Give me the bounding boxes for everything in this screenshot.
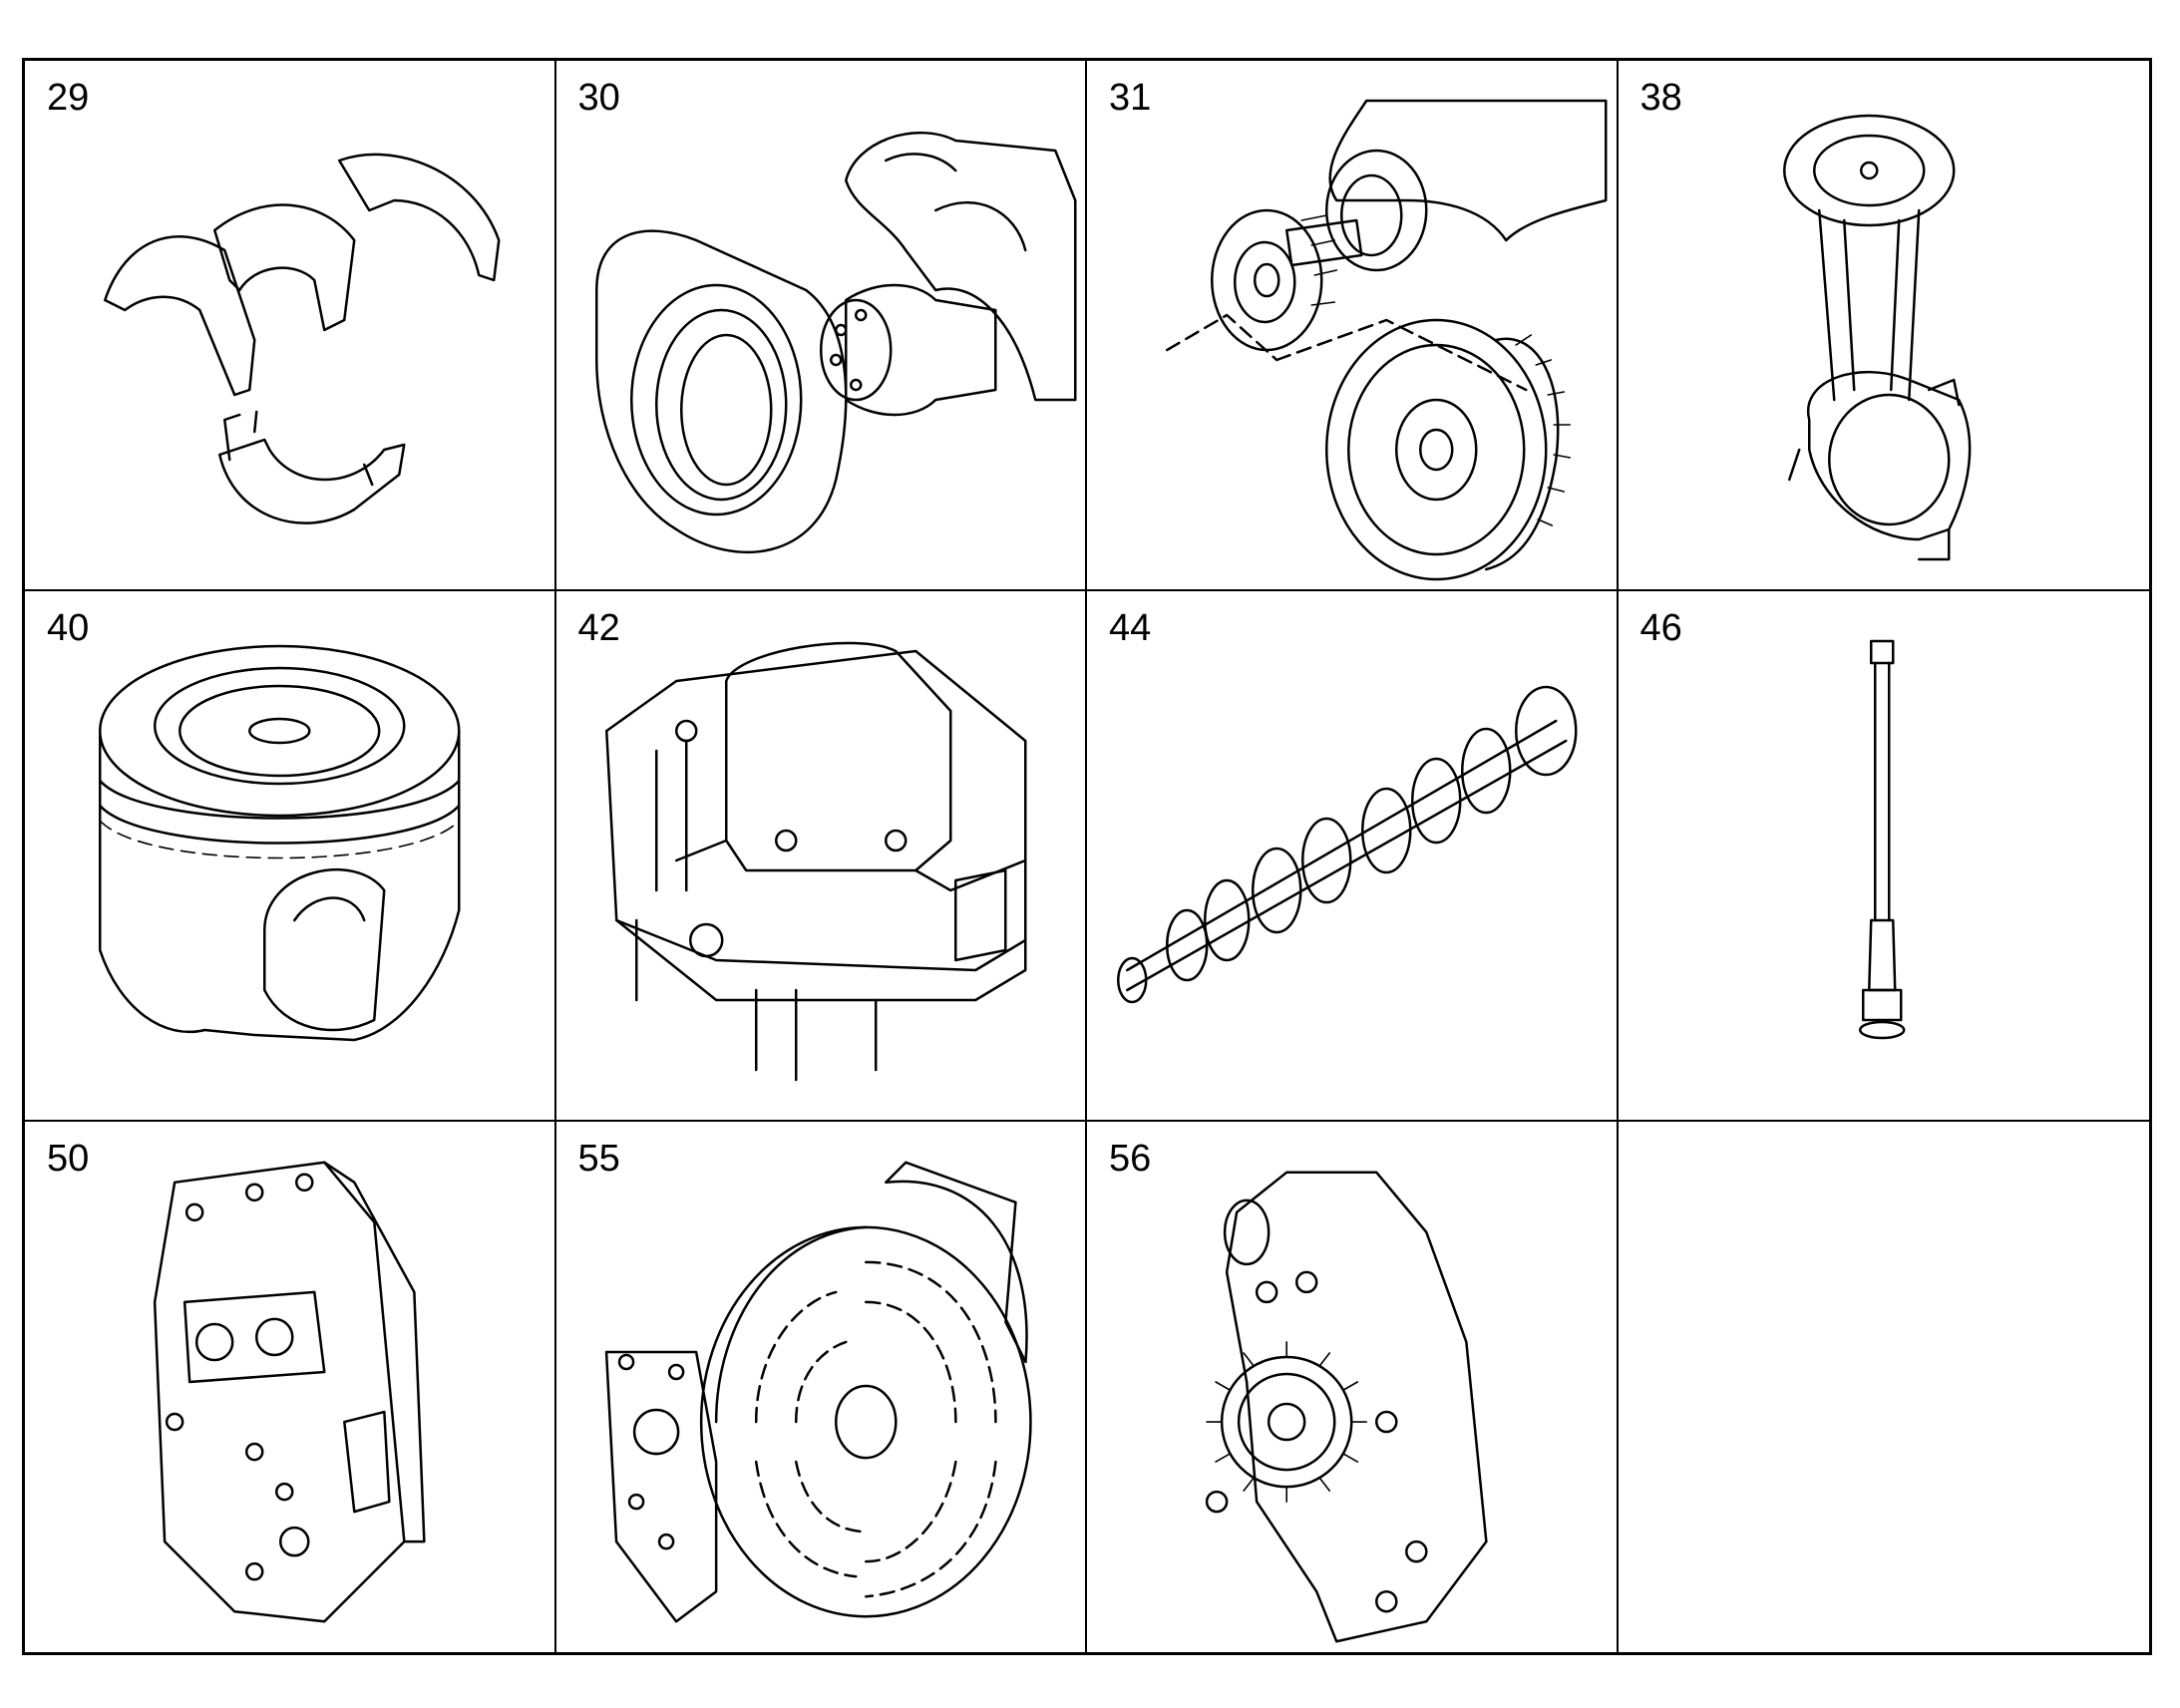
cylinder-head-icon xyxy=(604,641,1026,1082)
crankshaft-seal-icon xyxy=(594,132,1076,554)
part-number: 38 xyxy=(1639,77,1682,119)
parts-grid: 29 30 31 xyxy=(22,58,2152,1655)
oil-pump-icon xyxy=(1205,1171,1488,1643)
part-cell-38[interactable]: 38 xyxy=(1618,61,2149,591)
part-cell-31[interactable]: 31 xyxy=(1087,61,1619,591)
part-cell-42[interactable]: 42 xyxy=(555,591,1087,1122)
part-cell-30[interactable]: 30 xyxy=(555,61,1087,591)
timing-cover-icon xyxy=(153,1161,426,1623)
bearing-shells-icon xyxy=(104,153,501,524)
part-number: 31 xyxy=(1109,77,1152,119)
empty-cell xyxy=(1619,1122,2150,1652)
part-number: 50 xyxy=(47,1138,90,1180)
camshaft-icon xyxy=(1117,685,1578,1004)
part-cell-56[interactable]: 56 xyxy=(1087,1122,1619,1652)
part-number: 30 xyxy=(577,77,620,119)
part-cell-46[interactable]: 46 xyxy=(1618,591,2149,1122)
crankshaft-gears-icon xyxy=(1166,99,1608,581)
part-cell-44[interactable]: 44 xyxy=(1087,591,1619,1122)
part-cell-29[interactable]: 29 xyxy=(25,61,556,591)
push-rod-icon xyxy=(1858,639,1905,1040)
part-number: 42 xyxy=(577,607,620,649)
part-number: 56 xyxy=(1109,1138,1152,1180)
part-number: 44 xyxy=(1109,607,1152,649)
fan-shroud-icon xyxy=(604,1161,1032,1623)
part-cell-50[interactable]: 50 xyxy=(25,1122,556,1652)
part-number: 40 xyxy=(47,607,90,649)
part-number: 46 xyxy=(1639,607,1682,649)
piston-icon xyxy=(99,644,461,1042)
connecting-rod-icon xyxy=(1782,114,1971,561)
part-cell-40[interactable]: 40 xyxy=(25,591,556,1122)
part-number: 55 xyxy=(577,1138,620,1180)
part-cell-55[interactable]: 55 xyxy=(556,1122,1087,1652)
part-number: 29 xyxy=(47,77,90,119)
